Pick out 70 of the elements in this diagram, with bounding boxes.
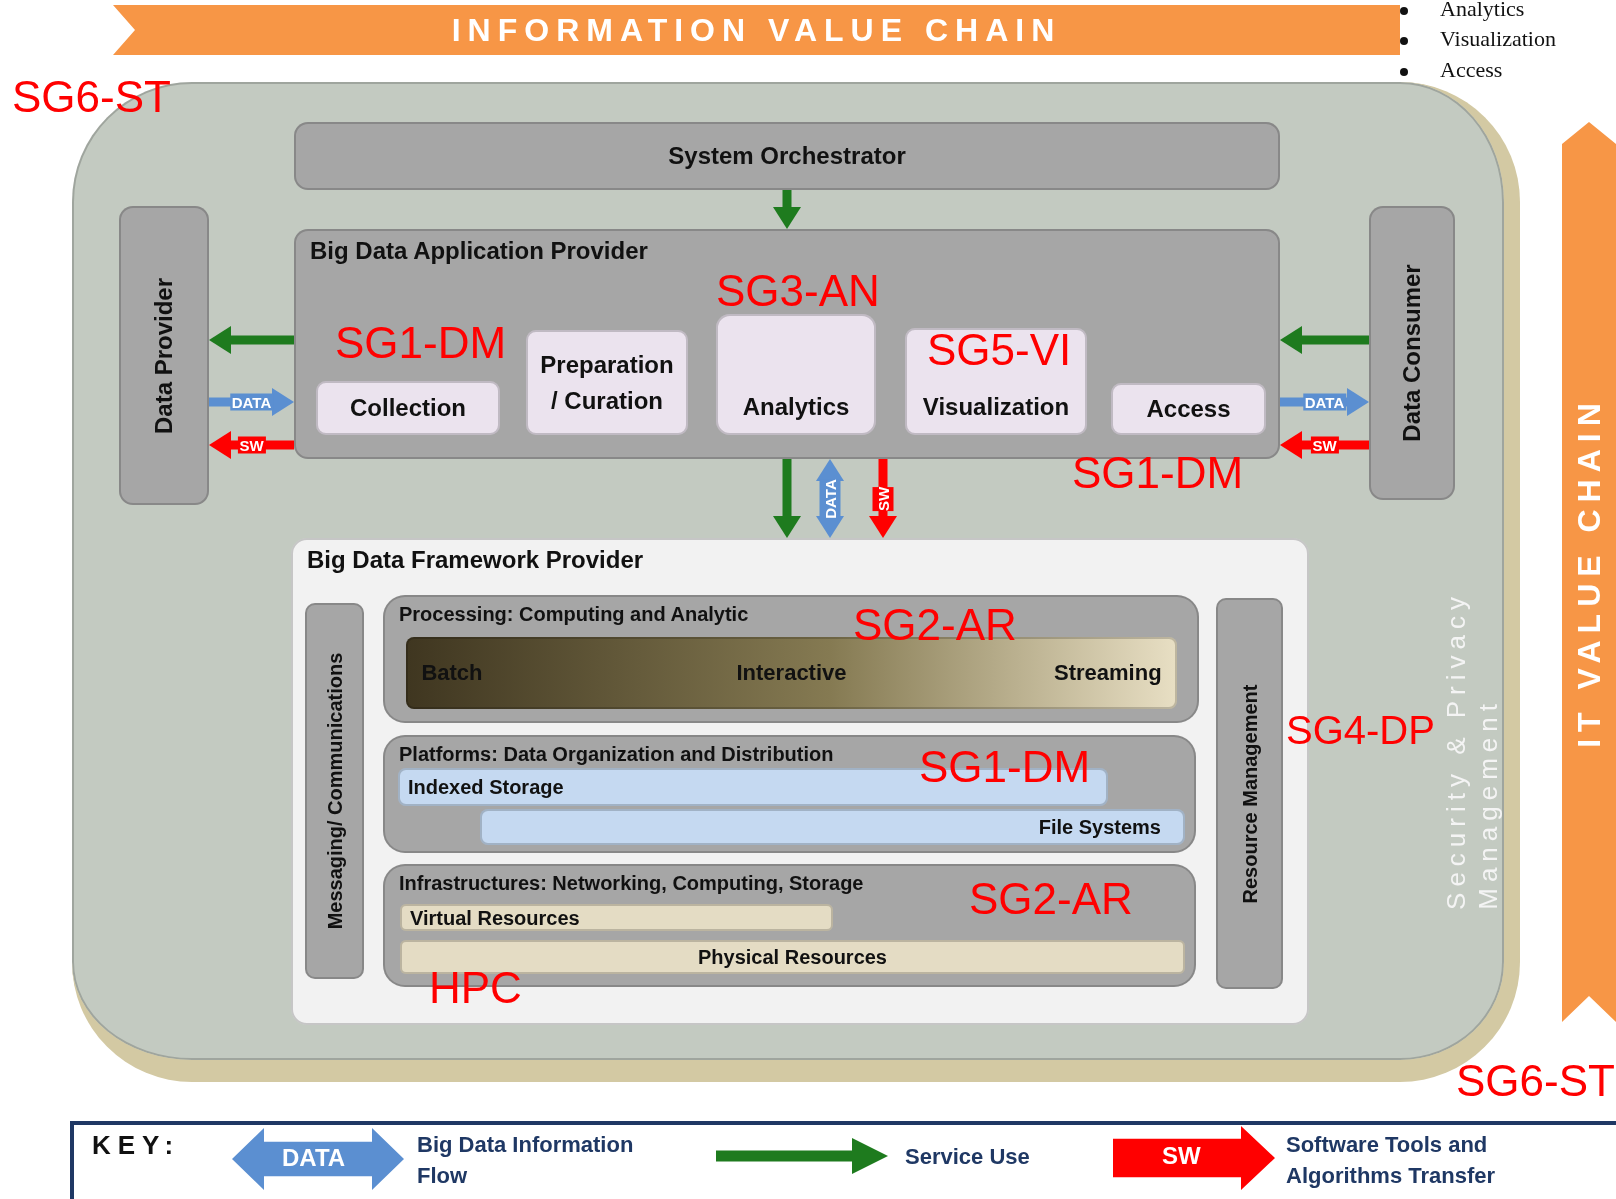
node-label: IT VALUE CHAIN <box>1570 396 1608 748</box>
node-label: Messaging/ Communications <box>323 652 346 930</box>
swatch-label: DATA <box>282 1144 346 1172</box>
layer-panel <box>294 229 1280 459</box>
list-item: Visualization <box>1440 26 1556 52</box>
resource-bar <box>400 904 833 931</box>
process-box <box>1111 383 1266 435</box>
node-label: Access <box>1146 395 1231 423</box>
key-heading: KEY: <box>92 1130 181 1161</box>
node-label: Indexed Storage <box>408 775 564 799</box>
list-item: Analytics <box>1440 0 1525 22</box>
storage-bar <box>480 809 1185 845</box>
component-bar <box>305 603 364 979</box>
arrow <box>773 190 801 229</box>
node-label: Resource Management <box>1238 684 1261 903</box>
component-panel <box>383 735 1196 853</box>
arrow <box>1280 326 1369 354</box>
node-label: Virtual Resources <box>410 906 580 929</box>
node-label: System Orchestrator <box>668 142 906 170</box>
node-label: Platforms: Data Organization and Distribution <box>399 743 834 766</box>
node-label: Physical Resources <box>698 945 887 969</box>
node-label: Processing: Computing and Analytic <box>399 603 749 626</box>
node-label: Data Consumer <box>1398 264 1426 442</box>
edge-label: SW <box>1310 436 1339 454</box>
process-box <box>905 328 1087 435</box>
node-label: Big Data Framework Provider <box>307 546 644 574</box>
edge-label: SW <box>872 486 894 511</box>
edge-label: SW <box>237 436 266 454</box>
component-panel <box>383 595 1199 723</box>
node-label: Preparation / Curation <box>539 349 675 416</box>
node-label: INFORMATION VALUE CHAIN <box>451 11 1062 49</box>
annotation-label: HPC <box>429 963 522 1013</box>
annotation-label: SG3-AN <box>716 266 880 316</box>
process-box <box>316 381 500 435</box>
node-label: File Systems <box>1038 815 1161 839</box>
process-box <box>526 330 688 435</box>
annotation-label: SG2-AR <box>969 874 1133 924</box>
resource-bar <box>400 940 1185 974</box>
component-label: Streaming <box>1054 660 1162 686</box>
edge-label: DATA <box>1302 393 1347 411</box>
legend-text: Service Use <box>905 1143 1031 1171</box>
actor-box <box>1369 206 1455 500</box>
swatch-label: SW <box>1162 1142 1201 1170</box>
annotation-label: SG1-DM <box>919 742 1091 792</box>
node-label: Collection <box>350 394 466 422</box>
arrow <box>209 326 294 354</box>
component-label: Batch <box>421 660 483 686</box>
arrow <box>773 459 801 538</box>
annotation-label: SG1-DM <box>1072 448 1244 498</box>
legend-text: Big Data Information Flow <box>417 1131 635 1190</box>
annotation-label: SG2-AR <box>853 600 1017 650</box>
annotation-label: SG6-ST <box>1456 1056 1615 1106</box>
annotation-label: SG4-DP <box>1286 708 1435 753</box>
node-label: Analytics <box>742 393 850 421</box>
legend-text: Software Tools and Algorithms Transfer <box>1286 1131 1497 1190</box>
list-item: Access <box>1440 57 1503 83</box>
node-label: Visualization <box>922 393 1070 421</box>
process-box <box>716 314 876 435</box>
annotation-label: SG6-ST <box>12 72 171 122</box>
node-label: Infrastructures: Networking, Computing, Storage <box>399 872 864 895</box>
node-label: Big Data Application Provider <box>310 237 648 265</box>
component-label: Interactive <box>736 660 847 686</box>
edge-label: DATA <box>819 478 841 519</box>
actor-box <box>119 206 209 505</box>
node-label: Data Provider <box>150 277 178 434</box>
component-bar <box>1216 598 1283 989</box>
edge-label: DATA <box>229 393 274 411</box>
annotation-label: SG1-DM <box>335 318 507 368</box>
process-box <box>294 122 1280 190</box>
annotation-label: SG5-VI <box>927 325 1072 375</box>
